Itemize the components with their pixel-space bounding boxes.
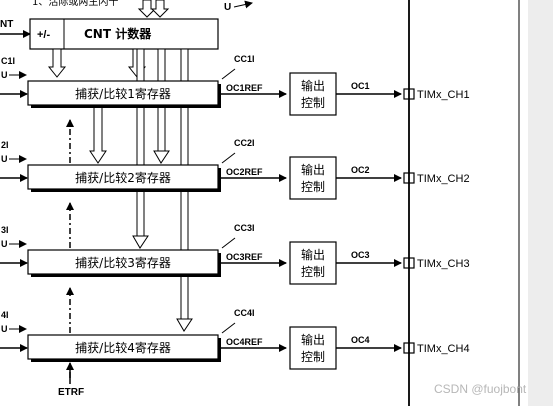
top-u-arrow — [233, 0, 253, 9]
left-cc-label: 4I — [1, 310, 9, 320]
left-cc-label: 3I — [1, 225, 9, 235]
output-control-label-1: 输出 — [301, 332, 325, 347]
register-label: 捕获/比较3寄存器 — [75, 255, 171, 270]
etrf-label: ETRF — [58, 387, 84, 398]
cc-flag-label: CC2I — [234, 138, 255, 148]
pin-label: TIMx_CH1 — [417, 89, 470, 101]
ocref-label: OC4REF — [226, 337, 263, 347]
left-cc-label: 2I — [1, 140, 9, 150]
top-cut-text: 1、活际或两主闪十 — [32, 0, 118, 8]
top-u-label: U — [224, 2, 231, 13]
register-box — [27, 164, 219, 190]
ocref-label: OC1REF — [226, 83, 263, 93]
cnt-sign: +/- — [37, 29, 50, 41]
output-control-box — [289, 72, 337, 116]
pin-label: TIMx_CH4 — [417, 343, 470, 355]
watermark-text: CSDN @fuojbont — [434, 382, 527, 396]
left-cc-label: C1I — [1, 56, 15, 66]
scroll-gutter — [528, 0, 553, 406]
left-u-label: U — [1, 70, 8, 80]
oc-label: OC1 — [351, 81, 370, 91]
register-label: 捕获/比较1寄存器 — [75, 86, 171, 101]
left-u-label: U — [1, 239, 8, 249]
cnt-to-reg1-arrows — [47, 48, 147, 78]
pin-label: TIMx_CH2 — [417, 173, 470, 185]
output-control-label-2: 控制 — [301, 96, 325, 110]
register-label: 捕获/比较2寄存器 — [75, 170, 171, 185]
register-box — [27, 80, 219, 106]
cnt-name: CNT 计数器 — [84, 26, 152, 41]
output-control-label-1: 输出 — [301, 162, 325, 177]
nt-label: NT — [0, 19, 13, 30]
cc-flag-label: CC4I — [234, 308, 255, 318]
register-box — [27, 334, 219, 360]
ocref-label: OC2REF — [226, 167, 263, 177]
oc-label: OC2 — [351, 165, 370, 175]
cc-flag-pointer — [221, 68, 236, 80]
oc-label: OC4 — [351, 335, 370, 345]
output-control-label-2: 控制 — [301, 265, 325, 279]
output-control-label-1: 输出 — [301, 247, 325, 262]
cc-flag-label: CC3I — [234, 223, 255, 233]
output-control-box — [289, 326, 337, 370]
cc-flag-pointer — [221, 152, 236, 164]
register-label: 捕获/比较4寄存器 — [75, 340, 171, 355]
top-input-arrows — [137, 0, 170, 18]
oc-label: OC3 — [351, 250, 370, 260]
cnt-counter-box — [29, 18, 219, 50]
output-control-label-2: 控制 — [301, 350, 325, 364]
cc-flag-pointer — [221, 237, 236, 249]
pin-label: TIMx_CH3 — [417, 258, 470, 270]
output-control-label-1: 输出 — [301, 78, 325, 93]
ocref-label: OC3REF — [226, 252, 263, 262]
left-u-label: U — [1, 154, 8, 164]
left-u-label: U — [1, 324, 8, 334]
cc-flag-pointer — [221, 322, 236, 334]
output-control-label-2: 控制 — [301, 180, 325, 194]
register-box — [27, 249, 219, 275]
cc-flag-label: CC1I — [234, 54, 255, 64]
output-control-box — [289, 241, 337, 285]
